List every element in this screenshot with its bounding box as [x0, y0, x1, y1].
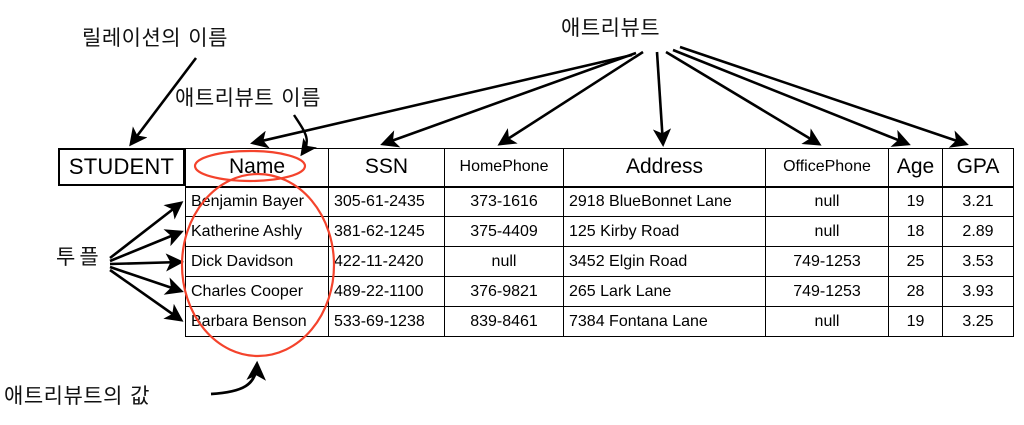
table-row: Benjamin Bayer 305-61-2435 373-1616 2918… — [185, 186, 1014, 217]
cell-officephone: null — [765, 216, 889, 247]
column-header-gpa: GPA — [942, 148, 1014, 188]
column-header-age: Age — [888, 148, 943, 188]
cell-officephone: null — [765, 306, 889, 337]
cell-name: Katherine Ashly — [185, 216, 329, 247]
cell-homephone: null — [444, 246, 564, 277]
cell-officephone: null — [765, 186, 889, 217]
cell-address: 2918 BlueBonnet Lane — [563, 186, 766, 217]
cell-ssn: 305-61-2435 — [328, 186, 445, 217]
cell-address: 7384 Fontana Lane — [563, 306, 766, 337]
student-relation-table: Name SSN HomePhone Address OfficePhone A… — [185, 148, 1014, 337]
column-header-homephone: HomePhone — [444, 148, 564, 188]
annotation-attribute-name: 애트리뷰트 이름 — [175, 86, 321, 110]
cell-officephone: 749-1253 — [765, 246, 889, 277]
arrow-tuple-row-1 — [109, 201, 184, 260]
column-header-name: Name — [185, 148, 329, 188]
cell-age: 19 — [888, 306, 943, 337]
annotation-attribute-values: 애트리뷰트의 값 — [4, 384, 150, 408]
cell-age: 18 — [888, 216, 943, 247]
column-header-officephone: OfficePhone — [765, 148, 889, 188]
table-row: Dick Davidson 422-11-2420 null 3452 Elgi… — [185, 246, 1014, 277]
cell-gpa: 3.53 — [942, 246, 1014, 277]
cell-ssn: 381-62-1245 — [328, 216, 445, 247]
cell-officephone: 749-1253 — [765, 276, 889, 307]
cell-homephone: 376-9821 — [444, 276, 564, 307]
cell-homephone: 375-4409 — [444, 216, 564, 247]
arrow-tuple-row-4 — [109, 265, 184, 295]
table-row: Barbara Benson 533-69-1238 839-8461 7384… — [185, 306, 1014, 337]
arrow-tuple-row-5 — [109, 268, 184, 322]
cell-age: 25 — [888, 246, 943, 277]
relation-name-text: STUDENT — [68, 154, 175, 179]
arrow-attribute-homephone — [497, 50, 644, 146]
table-row: Katherine Ashly 381-62-1245 375-4409 125… — [185, 216, 1014, 247]
cell-address: 265 Lark Lane — [563, 276, 766, 307]
cell-name: Barbara Benson — [185, 306, 329, 337]
cell-ssn: 422-11-2420 — [328, 246, 445, 277]
cell-address: 3452 Elgin Road — [563, 246, 766, 277]
arrow-tuple-row-2 — [109, 229, 184, 263]
cell-age: 19 — [888, 186, 943, 217]
cell-address: 125 Kirby Road — [563, 216, 766, 247]
arrow-attribute-gpa — [679, 45, 969, 148]
table-header-row: Name SSN HomePhone Address OfficePhone A… — [185, 148, 1014, 188]
arrow-attribute-values — [210, 360, 267, 396]
cell-gpa: 2.89 — [942, 216, 1014, 247]
annotation-relation-name: 릴레이션의 이름 — [82, 26, 228, 50]
column-header-address: Address — [563, 148, 766, 188]
cell-homephone: 839-8461 — [444, 306, 564, 337]
annotation-tuple: 투플 — [56, 245, 103, 269]
cell-gpa: 3.25 — [942, 306, 1014, 337]
annotation-attributes: 애트리뷰트 — [561, 16, 661, 40]
arrow-attribute-address — [652, 51, 672, 148]
arrow-tuple-row-3 — [109, 253, 185, 272]
cell-name: Dick Davidson — [185, 246, 329, 277]
arrow-attribute-officephone — [665, 50, 822, 146]
table-row: Charles Cooper 489-22-1100 376-9821 265 … — [185, 276, 1014, 307]
relation-name-box: STUDENT — [58, 148, 185, 186]
column-header-ssn: SSN — [328, 148, 445, 188]
cell-name: Charles Cooper — [185, 276, 329, 307]
cell-age: 28 — [888, 276, 943, 307]
cell-gpa: 3.93 — [942, 276, 1014, 307]
cell-name: Benjamin Bayer — [185, 186, 329, 217]
arrow-attribute-ssn — [380, 51, 637, 148]
cell-ssn: 489-22-1100 — [328, 276, 445, 307]
cell-gpa: 3.21 — [942, 186, 1014, 217]
cell-homephone: 373-1616 — [444, 186, 564, 217]
cell-ssn: 533-69-1238 — [328, 306, 445, 337]
arrow-attribute-age — [672, 48, 911, 147]
